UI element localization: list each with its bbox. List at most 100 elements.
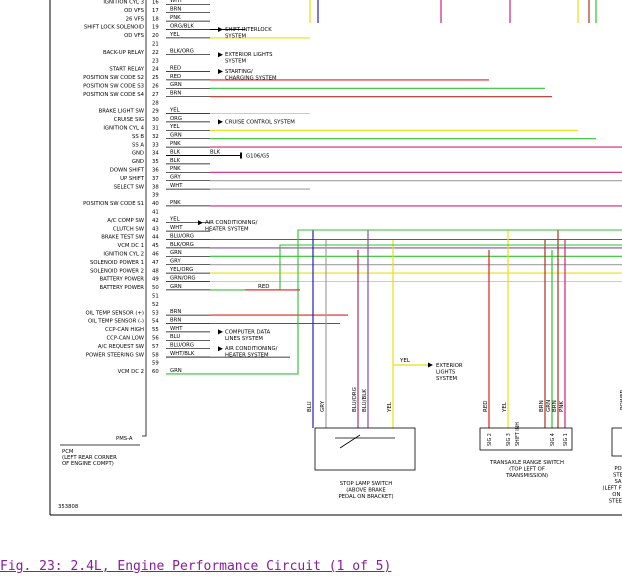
pcm-connector-bracket xyxy=(142,0,147,437)
power-steering-switch-label: SA xyxy=(614,479,621,485)
wire-color-label: WHT xyxy=(170,183,183,189)
pcm-pin-label: SELECT SW xyxy=(114,184,145,190)
pcm-pin-number: 20 xyxy=(152,33,159,39)
pcm-pin-number: 19 xyxy=(152,25,159,31)
wire-color-label: RED xyxy=(170,65,181,71)
system-exterior-lights: SYSTEM xyxy=(225,59,247,65)
pcm-pin-label: A/C COMP SW xyxy=(107,218,144,224)
wire-vcm-dc2 xyxy=(166,229,622,375)
arrow-icon xyxy=(218,52,223,58)
bottom-wire-label: BRN xyxy=(539,400,545,412)
pcm-pin-number: 37 xyxy=(152,176,159,182)
exterior-wire-label: YEL xyxy=(399,358,411,364)
wire-color-label: YEL/ORG xyxy=(169,267,193,273)
pcm-pin-label: POWER STEERING SW xyxy=(86,352,145,358)
power-steering-switch-label: STE xyxy=(613,473,622,479)
stop-lamp-switch-label: PEDAL ON BRACKET) xyxy=(338,494,393,500)
pcm-pin-number: 17 xyxy=(152,8,159,14)
pcm-pin-label: POSITION SW CODE S3 xyxy=(83,84,144,90)
wire-color-label: BRN xyxy=(170,317,181,323)
pcm-pin-number: 53 xyxy=(152,310,159,316)
pcm-pin-label: 26 VFS xyxy=(126,16,145,22)
system-computer-data: COMPUTER DATA xyxy=(225,329,270,335)
pcm-pin-number: 45 xyxy=(152,243,159,249)
system-cruise-control: CRUISE CONTROL SYSTEM xyxy=(225,119,295,125)
range-switch-label: (TOP LEFT OF xyxy=(509,467,545,473)
wire-color-label: GRN/ORG xyxy=(170,275,196,281)
arrow-icon xyxy=(198,220,203,226)
wire-color-label: PNK xyxy=(170,15,181,21)
pcm-pin-number: 52 xyxy=(152,302,159,308)
pcm-pin-number: 30 xyxy=(152,117,159,123)
pcm-pin-label: GND xyxy=(132,151,144,157)
power-steering-switch-box xyxy=(611,427,622,457)
wire-color-label: GRY xyxy=(170,175,181,181)
pcm-pin-label: BATTERY POWER xyxy=(100,277,145,283)
right-clip-top-label: POWER xyxy=(620,389,622,410)
wire-color-label: BLK xyxy=(170,149,181,155)
stop-lamp-switch-box xyxy=(314,427,416,471)
pcm-pin-label: SS B xyxy=(132,134,144,140)
pcm-pin-number: 60 xyxy=(152,369,159,375)
bottom-wire-label: BLU/BLK xyxy=(362,389,368,412)
figure-caption[interactable]: Fig. 23: 2.4L, Engine Performance Circui… xyxy=(0,559,392,574)
pcm-pin-label: BACK-UP RELAY xyxy=(103,50,145,56)
stop-lamp-switch-contact xyxy=(339,434,361,449)
pcm-pin-number: 35 xyxy=(152,159,159,165)
ground-label: G106/G5 xyxy=(246,154,269,160)
system-air-conditioning-2: AIR CONDITIONING/ xyxy=(225,346,278,352)
pcm-pin-number: 49 xyxy=(152,277,159,283)
pcm-pin-number: 38 xyxy=(152,184,159,190)
wire-color-label: BLK/ORG xyxy=(170,242,194,248)
wire-color-label: RED xyxy=(170,74,181,80)
pcm-pin-number: 54 xyxy=(152,319,159,325)
pcm-title: PCM xyxy=(62,449,74,455)
wire-color-label: YEL xyxy=(169,107,180,113)
system-exterior-lights: EXTERIOR LIGHTS xyxy=(225,52,273,58)
pcm-pin-number: 31 xyxy=(152,126,159,132)
wire-color-label: YEL xyxy=(169,32,180,38)
wire-color-label: YEL xyxy=(169,124,180,130)
pcm-pin-number: 56 xyxy=(152,336,159,342)
arrow-icon xyxy=(218,329,223,335)
pcm-pin-label: SOLENOID POWER 1 xyxy=(90,260,144,266)
pcm-pin-label: IGNITION CYL 4 xyxy=(103,126,144,132)
system-air-conditioning-2: HEATER SYSTEM xyxy=(225,353,269,359)
ground-wire-label: BLK xyxy=(210,150,221,156)
pcm-pin-label: BRAKE LIGHT SW xyxy=(99,109,145,115)
pcm-pin-label: UP SHIFT xyxy=(120,176,145,182)
pcm-pin-number: 41 xyxy=(152,210,159,216)
pcm-pin-label: A/C REQUEST SW xyxy=(98,344,145,350)
pcm-pin-number: 42 xyxy=(152,218,159,224)
bottom-wire-label: PNK xyxy=(559,401,565,412)
range-pin-label: SIG 2 xyxy=(487,433,493,446)
range-switch-box xyxy=(479,427,573,451)
pcm-pin-label: VCM DC 1 xyxy=(118,243,144,249)
system-shift-interlock: SHIFT INTERLOCK xyxy=(225,27,272,33)
pcm-pin-number: 43 xyxy=(152,226,159,232)
pcm-pin-number: 22 xyxy=(152,50,159,56)
pcm-pin-number: 51 xyxy=(152,294,159,300)
wire-color-label: GRN xyxy=(170,133,182,139)
pcm-pin-label: IGNITION CYL 3 xyxy=(103,0,144,6)
arrow-icon xyxy=(218,346,223,352)
pcm-pin-label: GND xyxy=(132,159,144,165)
pcm-pin-label: CCP-CAN HIGH xyxy=(105,327,144,333)
pcm-pin-label: SHIFT LOCK SOLENOID xyxy=(84,25,144,31)
pcm-location: (LEFT REAR CORNER xyxy=(62,455,117,461)
pcm-pin-number: 24 xyxy=(152,67,159,73)
pcm-pin-number: 47 xyxy=(152,260,159,266)
pcm-pin-number: 48 xyxy=(152,268,159,274)
wire-color-label: BLK xyxy=(170,158,181,164)
pcm-pin-label: POSITION SW CODE S1 xyxy=(83,201,144,207)
pcm-pin-label: CRUISE SIG xyxy=(114,117,144,123)
system-air-conditioning: AIR CONDITIONING/ xyxy=(205,220,258,226)
pcm-pin-number: 40 xyxy=(152,201,159,207)
wire-color-label: BLK/ORG xyxy=(170,49,194,55)
pcm-pin-number: 32 xyxy=(152,134,159,140)
system-air-conditioning: HEATER SYSTEM xyxy=(205,227,249,233)
pcm-pin-label: IGNITION CYL 2 xyxy=(103,252,144,258)
wire-color-label: ORG/BLK xyxy=(170,23,194,29)
pcm-pin-number: 34 xyxy=(152,151,159,157)
